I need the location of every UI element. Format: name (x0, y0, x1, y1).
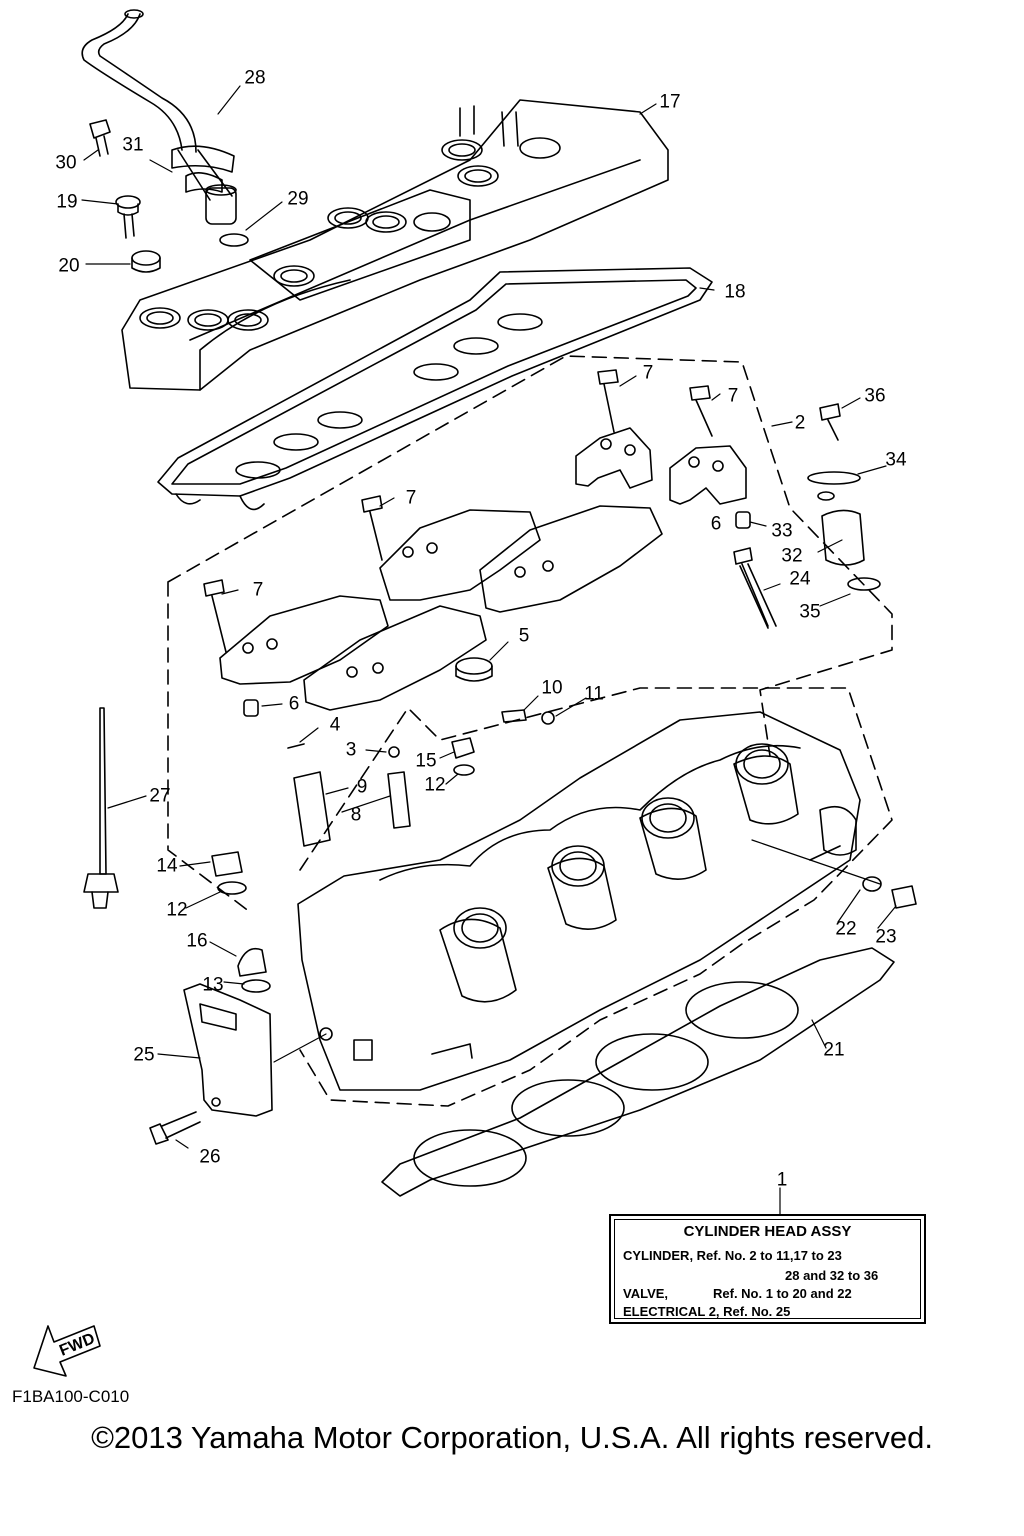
engine-bracket (183, 983, 273, 1117)
bolt-26 (149, 1111, 201, 1145)
copyright-notice: ©2013 Yamaha Motor Corporation, U.S.A. A… (91, 1420, 933, 1455)
callout-7-d: 7 (252, 579, 264, 601)
cylinder-head (297, 711, 861, 1091)
callout-18: 18 (724, 281, 746, 303)
camshaft-cap-upper-left (575, 427, 653, 489)
assy-cylinder-line-2: 28 and 32 to 36 (785, 1268, 879, 1283)
forward-direction-arrow: FWD (33, 1325, 101, 1377)
drain-plug-23 (862, 876, 917, 909)
callout-30: 30 (55, 152, 77, 174)
assy-valve-label: VALVE, (623, 1286, 669, 1301)
callout-10: 10 (541, 677, 563, 699)
washer-13 (241, 979, 271, 993)
callout-1: 1 (776, 1169, 788, 1191)
callout-16: 16 (186, 930, 208, 952)
callout-25: 25 (133, 1044, 155, 1066)
leader-lines (81, 85, 897, 1215)
callout-9: 9 (356, 776, 368, 798)
cylinder-head-assy-box: CYLINDER HEAD ASSY CYLINDER, Ref. No. 2 … (609, 1214, 926, 1324)
callout-14: 14 (156, 855, 178, 877)
callout-32: 32 (781, 545, 803, 567)
head-cover-gasket (157, 267, 713, 511)
bolt-24 (739, 563, 777, 629)
nut-14 (211, 851, 243, 877)
callout-11: 11 (584, 683, 604, 705)
cylinder-head-gasket (381, 947, 895, 1197)
callout-13: 13 (202, 974, 224, 996)
cylinder-head-boundary (299, 687, 893, 1107)
camshaft-cap-upper-right (669, 445, 747, 505)
callout-8: 8 (350, 804, 362, 826)
callout-3: 3 (345, 739, 357, 761)
callout-31: 31 (122, 134, 144, 156)
cylinder-head-cover (121, 99, 669, 391)
assy-box-title: CYLINDER HEAD ASSY (683, 1223, 852, 1240)
assy-cylinder-line: CYLINDER, Ref. No. 2 to 11,17 to 23 (623, 1248, 842, 1263)
callout-34: 34 (885, 449, 907, 471)
o-ring-29 (219, 233, 249, 247)
bolt-30 (89, 119, 111, 157)
callout-23: 23 (875, 926, 897, 948)
washer-12-lower (217, 881, 247, 895)
callout-26: 26 (199, 1146, 221, 1168)
callout-12-b: 12 (166, 899, 188, 921)
callout-6-a: 6 (710, 513, 722, 535)
diagram-code: F1BA100-C010 (12, 1387, 130, 1406)
thermostat-parts (807, 471, 881, 591)
callout-22: 22 (835, 918, 857, 940)
assy-electrical-line: ELECTRICAL 2, Ref. No. 25 (623, 1304, 791, 1319)
callout-28: 28 (244, 67, 266, 89)
callout-20: 20 (58, 255, 80, 277)
callout-6-b: 6 (288, 693, 300, 715)
callout-2: 2 (794, 412, 806, 434)
callout-5: 5 (518, 625, 530, 647)
callout-36: 36 (864, 385, 886, 407)
callout-19: 19 (56, 191, 78, 213)
callout-7-b: 7 (727, 385, 739, 407)
callout-12-a: 12 (424, 774, 446, 796)
cam-cap-bolts (203, 369, 841, 653)
small-parts (287, 657, 555, 847)
grommet-20 (131, 250, 161, 273)
callout-17: 17 (659, 91, 681, 113)
callout-35: 35 (799, 601, 821, 623)
camshaft-cap-boundary (167, 355, 893, 913)
callout-29: 29 (287, 188, 309, 210)
callout-7-a: 7 (642, 362, 654, 384)
dowel-6-lower (243, 699, 259, 717)
callout-27: 27 (149, 785, 171, 807)
callout-24: 24 (789, 568, 811, 590)
callout-4: 4 (329, 714, 341, 736)
callout-15: 15 (415, 750, 437, 772)
hose-clamp (185, 172, 223, 193)
cap-nut-16 (237, 947, 267, 977)
breather-hose (81, 9, 237, 225)
dowel-6-upper (735, 511, 751, 529)
callout-7-c: 7 (405, 487, 417, 509)
callout-33: 33 (771, 520, 793, 542)
camshaft-cap-lower (219, 595, 487, 711)
wire-clamp-27 (83, 707, 119, 909)
bolt-19 (115, 195, 141, 239)
assy-valve-refs: Ref. No. 1 to 20 and 22 (713, 1286, 852, 1301)
callout-21: 21 (823, 1039, 845, 1061)
camshaft-cap-middle (379, 505, 663, 613)
